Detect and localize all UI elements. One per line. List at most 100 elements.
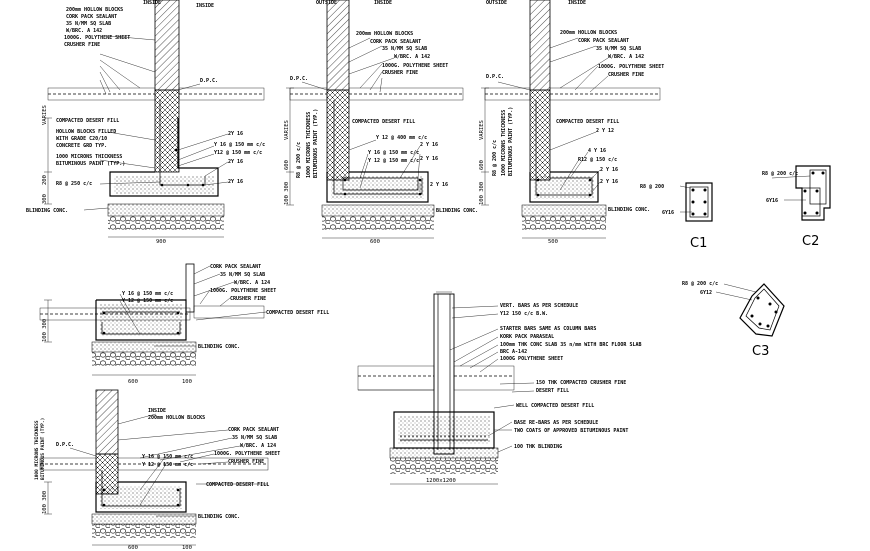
d3-bar4: 2 Y 16	[600, 167, 618, 173]
detail-6-column-footing: VERT. BARS AS PER SCHEDULE Y12 150 c/c B…	[357, 291, 641, 485]
d4-brc: W/BRC. A 124	[234, 280, 270, 286]
d3-dim-h: 600	[479, 160, 485, 170]
d2-brc-label: W/BRC. A 142	[394, 54, 430, 60]
d2-bitumen1: 1000 MICRONS THICKNESS	[306, 112, 312, 178]
d1-bar4: 2Y 16	[228, 159, 243, 165]
d3-inside-label: INSIDE	[568, 0, 586, 6]
d1-link: R8 @ 250 c/c	[56, 181, 92, 187]
d6-l11: BASE RE-BARS AS PER SCHEDULE	[514, 420, 598, 426]
column-section-c3: R8 @ 200 c/c 6Y12 C3	[682, 281, 785, 359]
d6-l13: 100 THK BLINDING	[514, 444, 562, 450]
c2-name: C2	[802, 234, 819, 249]
c3-link: R8 @ 200 c/c	[682, 281, 718, 287]
d6-l10: WELL COMPACTED DESERT FILL	[516, 403, 594, 409]
d3-slab-label: 35 N/MM SQ SLAB	[596, 46, 641, 52]
d1-desert-label: COMPACTED DESERT FILL	[56, 118, 119, 124]
d5-dim-b: 100 300	[42, 491, 48, 514]
d6-l5: 100mm THK CONC SLAB 35 n/mm WITH BRC FLO…	[500, 342, 641, 348]
d1-filled1: HOLLOW BLOCKS FILLED	[56, 129, 116, 135]
detail-3-footing-section: OUTSIDE INSIDE 200mm HOLLOW BLOCKS CORK …	[479, 0, 664, 245]
d5-crusher: CRUSHER FINE	[228, 459, 264, 465]
d2-varies: VARIES	[284, 120, 290, 140]
d2-bitumen2: BITUMINOUS PAINT (TYP.)	[313, 109, 319, 178]
d1-bar3: Y12 @ 150 mm c/c	[214, 150, 262, 156]
detail-2-footing-section: OUTSIDE INSIDE 200mm HOLLOW BLOCKS CORK …	[284, 0, 478, 245]
detail-1-footing-section: INSIDE INSIDE 200mm HOLLOW BLOCKS CORK P…	[26, 0, 265, 245]
d3-bar5: 2 Y 16	[600, 179, 618, 185]
d2-bar1: Y 12 @ 400 mm c/c	[376, 135, 427, 141]
d2-inside-label: INSIDE	[374, 0, 392, 6]
d1-filled2: WITH GRADE C20/10	[56, 136, 107, 142]
d6-l1: VERT. BARS AS PER SCHEDULE	[500, 303, 578, 309]
d6-l8: 150 THK COMPACTED CRUSHER FINE	[536, 380, 626, 386]
d6-l9: DESERT FILL	[536, 388, 569, 394]
d3-bitumen2: BITUMINOUS PAINT (TYP.)	[508, 107, 514, 176]
d1-dim-h: 200	[42, 175, 48, 185]
d4-blinding: BLINDING CONC.	[198, 344, 240, 350]
d2-bar6: 2 Y 16	[430, 182, 448, 188]
d5-width: 600	[128, 545, 138, 551]
d4-edge: 100	[182, 379, 192, 385]
d2-bar2: 2 Y 16	[420, 142, 438, 148]
d3-bar2: 4 Y 16	[588, 148, 606, 154]
d2-desert-label: COMPACTED DESERT FILL	[352, 119, 415, 125]
d2-cork-label: CORK PACK SEALANT	[370, 39, 421, 45]
c1-name: C1	[690, 236, 707, 251]
d4-dim-b: 100 300	[42, 319, 48, 342]
c2-link: R8 @ 200 c/c	[762, 171, 798, 177]
d2-bar4: Y 12 @ 150 mm c/c	[368, 158, 419, 164]
d1-varies: VARIES	[42, 105, 48, 125]
c1-bars: 6Y16	[662, 210, 674, 216]
d5-inside: INSIDE	[148, 408, 166, 414]
d3-bar1: 2 Y 12	[596, 128, 614, 134]
d1-bar2: Y 16 @ 150 mm c/c	[214, 142, 265, 148]
d1-bar5: 2Y 16	[228, 179, 243, 185]
d3-polythene-label: 1000G. POLYTHENE SHEET	[598, 64, 664, 70]
d3-cork-label: CORK PACK SEALANT	[578, 38, 629, 44]
d1-dpc-label: D.P.C.	[200, 78, 218, 84]
d3-brc-label: W/BRC. A 142	[608, 54, 644, 60]
d5-cork: CORK PACK SEALANT	[228, 427, 279, 433]
d5-polythene: 1000G. POLYTHENE SHEET	[214, 451, 280, 457]
d3-crusher-label: CRUSHER FINE	[608, 72, 644, 78]
d1-bitumen1: 1000 MICRONS THICKNESS	[56, 154, 122, 160]
d2-dim-b: 100 300	[284, 182, 290, 205]
d2-blinding: BLINDING CONC.	[436, 208, 478, 214]
d6-l12: TWO COATS OF APPROVED BITUMINOUS PAINT	[514, 428, 628, 434]
d3-width: 500	[548, 239, 558, 245]
d1-crusher-label: CRUSHER FINE	[64, 42, 100, 48]
d2-width: 600	[370, 239, 380, 245]
d2-slab-label: 35 N/MM SQ SLAB	[382, 46, 427, 52]
d5-desert: COMPACTED DESERT FILL	[206, 482, 269, 488]
d5-slab: 35 N/MM SQ SLAB	[232, 435, 277, 441]
c2-bars: 6Y16	[766, 198, 778, 204]
d2-hollow-label: 200mm HOLLOW BLOCKS	[356, 31, 413, 37]
d2-polythene-label: 1000G. POLYTHENE SHEET	[382, 63, 448, 69]
d2-crusher-label: CRUSHER FINE	[382, 70, 418, 76]
d2-outside-label: OUTSIDE	[316, 0, 337, 6]
d3-desert-label: COMPACTED DESERT FILL	[556, 119, 619, 125]
d4-polythene: 1000G. POLYTHENE SHEET	[210, 288, 276, 294]
c1-link: R8 @ 200	[640, 184, 664, 190]
d5-hollow: 200mm HOLLOW BLOCKS	[148, 415, 205, 421]
d3-outside-label: OUTSIDE	[486, 0, 507, 6]
d1-slab-label: 35 N/MM SQ SLAB	[66, 21, 111, 27]
d4-bar1: Y 16 @ 150 mm c/c	[122, 291, 173, 297]
d3-blinding: BLINDING CONC.	[608, 207, 650, 213]
d1-dim-b: 300	[42, 194, 48, 204]
d4-bar2: Y 12 @ 150 mm c/c	[122, 298, 173, 304]
d3-link: R8 @ 200 c/c	[492, 140, 498, 176]
d1-inside-label-2: INSIDE	[143, 0, 161, 6]
d2-dpc-label: D.P.C.	[290, 76, 308, 82]
detail-5-footing-section: INSIDE 200mm HOLLOW BLOCKS CORK PACK SEA…	[34, 389, 280, 551]
d5-bitumen1: 1000 MICRONS THICKNESS	[34, 420, 40, 480]
d1-hollow-label: 200mm HOLLOW BLOCKS	[66, 7, 123, 13]
d3-bitumen1: 1000 MICRONS THICKNESS	[501, 110, 507, 176]
d1-cork-label: CORK PACK SEALANT	[66, 14, 117, 20]
d5-bar2: Y 12 @ 150 mm c/c	[142, 462, 193, 468]
d3-bar3: R12 @ 150 c/c	[578, 157, 617, 163]
c3-name: C3	[752, 344, 769, 359]
d3-hollow-label: 200mm HOLLOW BLOCKS	[560, 30, 617, 36]
d5-brc: W/BRC. A 124	[240, 443, 276, 449]
